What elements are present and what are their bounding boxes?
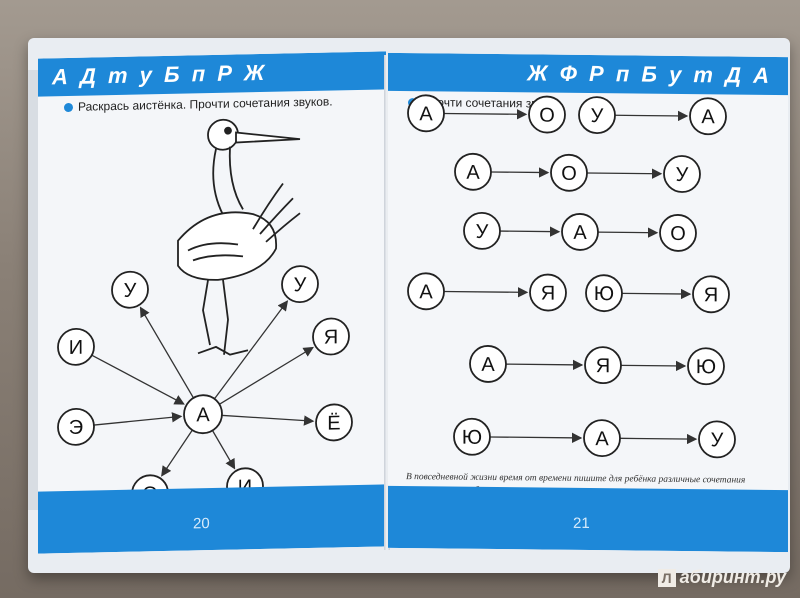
chain-arrow bbox=[620, 433, 698, 445]
chain-arrow bbox=[598, 227, 659, 238]
left-bottom-band: 20 bbox=[38, 484, 386, 554]
svg-text:А: А bbox=[419, 281, 433, 303]
ray-letter-circle: Э bbox=[57, 407, 95, 446]
chain-letter-circle: Я bbox=[692, 275, 730, 314]
svg-text:Э: Э bbox=[69, 417, 83, 439]
chain-letter-circle: А bbox=[454, 152, 492, 191]
right-page-number: 21 bbox=[573, 514, 590, 533]
svg-text:А: А bbox=[701, 106, 715, 128]
svg-text:И: И bbox=[69, 337, 83, 359]
left-page-number: 20 bbox=[193, 515, 210, 533]
chain-letter-circle: А bbox=[689, 97, 727, 136]
ray-letter-circle: У bbox=[281, 265, 319, 304]
svg-text:Ю: Ю bbox=[594, 283, 614, 305]
svg-text:У: У bbox=[294, 274, 307, 296]
chain-letter-circle: Ю bbox=[585, 274, 623, 313]
ray-letter-circle: Ё bbox=[315, 403, 353, 442]
svg-text:Ю: Ю bbox=[696, 356, 716, 378]
svg-text:Я: Я bbox=[596, 355, 610, 377]
chain-letter-circle: У bbox=[663, 155, 701, 193]
chain-letter-circle: Ю bbox=[453, 417, 491, 456]
chain-arrow bbox=[491, 167, 550, 178]
chain-letter-circle: Я bbox=[584, 346, 622, 385]
ray-arrow bbox=[139, 306, 195, 400]
chain-letter-circle: Ю bbox=[687, 347, 725, 386]
chain-arrow bbox=[587, 168, 663, 179]
svg-text:А: А bbox=[466, 162, 480, 184]
chain-letter-circle: У bbox=[463, 211, 501, 250]
svg-text:А: А bbox=[595, 428, 609, 450]
stork-illustration bbox=[177, 118, 301, 356]
chain-arrow bbox=[500, 226, 561, 237]
stork-diagram: УУИЯЭЁОИА bbox=[57, 118, 353, 499]
letter-chains: А О У А А О У У А О А Я Ю Я А Я Ю Ю А У bbox=[407, 94, 736, 459]
right-bottom-band: 21 bbox=[388, 485, 788, 553]
svg-text:Я: Я bbox=[541, 283, 555, 305]
svg-text:А: А bbox=[419, 103, 433, 125]
chain-letter-circle: О bbox=[550, 153, 588, 192]
svg-text:Я: Я bbox=[324, 326, 338, 348]
chain-arrow bbox=[622, 288, 692, 300]
svg-text:О: О bbox=[539, 104, 555, 126]
chain-letter-circle: А bbox=[469, 345, 507, 383]
svg-text:Я: Я bbox=[704, 284, 718, 306]
chain-letter-circle: Я bbox=[529, 273, 567, 312]
svg-text:А: А bbox=[481, 354, 495, 376]
chain-letter-circle: А bbox=[561, 213, 599, 251]
watermark-text: абиринт.ру bbox=[679, 567, 786, 587]
svg-text:У: У bbox=[711, 429, 724, 451]
chain-letter-circle: О bbox=[659, 214, 697, 252]
ray-arrow bbox=[218, 346, 315, 406]
ray-letter-circle: И bbox=[57, 327, 95, 366]
chain-arrow bbox=[506, 359, 584, 371]
center-letter-circle: А bbox=[183, 394, 223, 435]
chain-arrow bbox=[621, 360, 687, 372]
svg-text:Ё: Ё bbox=[327, 412, 340, 434]
chain-arrow bbox=[615, 110, 689, 122]
book-spine bbox=[384, 55, 390, 550]
labirint-watermark: Л абиринт.ру bbox=[657, 567, 786, 588]
letter-rows: А О У А А О У У А О А Я Ю Я А Я Ю Ю А У bbox=[407, 94, 736, 459]
chain-letter-circle: А bbox=[583, 419, 621, 458]
chain-letter-circle: У bbox=[698, 420, 736, 459]
svg-text:У: У bbox=[476, 221, 489, 243]
ray-arrow bbox=[91, 354, 185, 405]
ray-arrow bbox=[220, 414, 315, 426]
chain-letter-circle: А bbox=[407, 94, 445, 133]
book-page-edges bbox=[28, 70, 40, 510]
watermark-logo: Л bbox=[657, 568, 676, 587]
svg-text:А: А bbox=[573, 222, 587, 244]
svg-text:А: А bbox=[196, 404, 210, 426]
chain-letter-circle: У bbox=[578, 96, 616, 134]
chain-arrow bbox=[444, 109, 528, 120]
svg-text:О: О bbox=[670, 223, 686, 245]
ray-arrow bbox=[213, 300, 289, 400]
ray-arrow bbox=[93, 412, 183, 426]
svg-text:Ю: Ю bbox=[462, 427, 482, 449]
chain-letter-circle: О bbox=[528, 95, 566, 134]
chain-letter-circle: А bbox=[407, 272, 445, 311]
left-page: А Д т у Б п Р Ж Раскрась аистёнка. Прочт… bbox=[38, 51, 386, 554]
ray-arrow bbox=[161, 428, 194, 477]
ray-letter-circle: У bbox=[111, 270, 149, 309]
svg-text:У: У bbox=[676, 164, 689, 186]
ray-letter-circle: Я bbox=[312, 317, 350, 356]
left-arrows bbox=[91, 300, 315, 477]
right-page: Ж Ф Р п Б у т Д А Прочти сочетания звуко… bbox=[388, 52, 788, 553]
chain-arrow bbox=[444, 287, 529, 298]
svg-text:О: О bbox=[561, 163, 577, 185]
ray-arrow bbox=[211, 429, 236, 470]
chain-arrow bbox=[490, 432, 583, 444]
svg-text:У: У bbox=[591, 105, 604, 127]
svg-text:У: У bbox=[124, 280, 137, 302]
